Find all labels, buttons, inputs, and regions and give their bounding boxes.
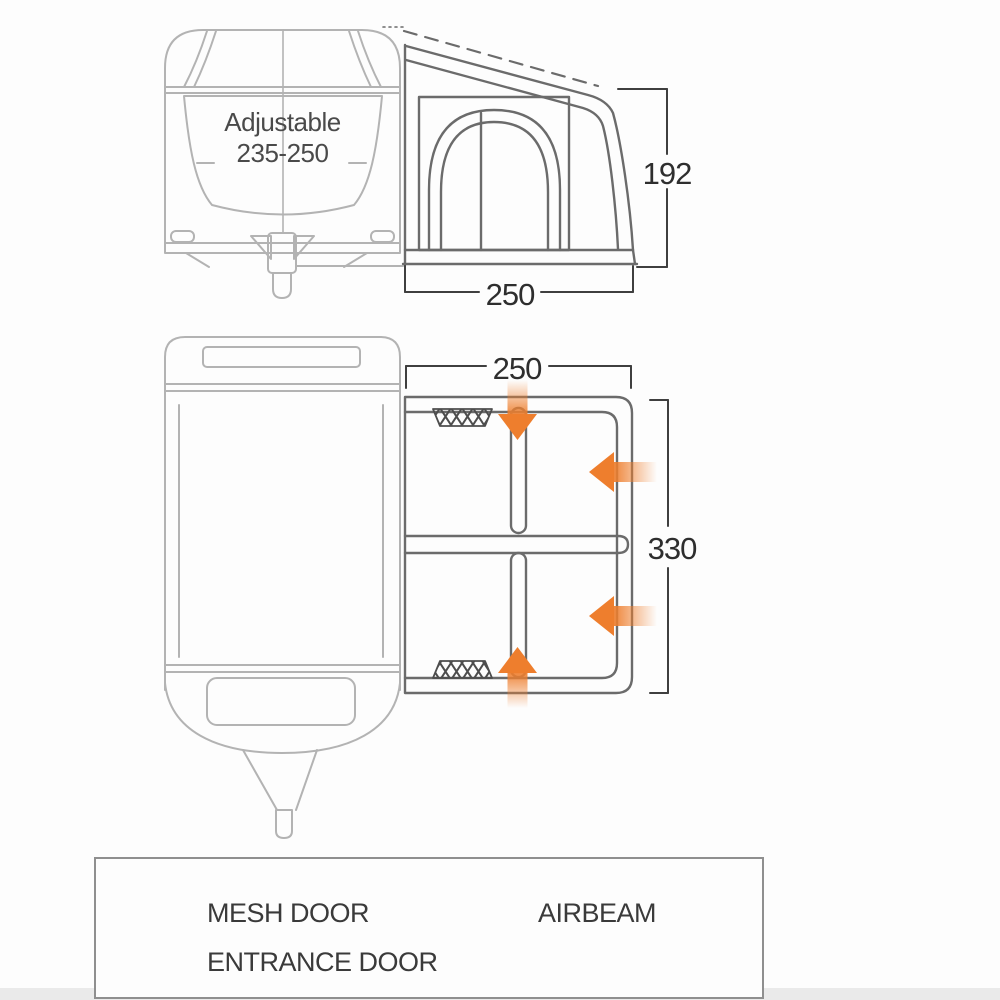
- mid-airbeam: [403, 534, 630, 555]
- front-curve: [164, 682, 401, 754]
- caravan-size-label-line1: Adjustable: [224, 107, 341, 137]
- awning-plan-view: [403, 395, 634, 695]
- entrance-arrow-right-upper-icon: [589, 452, 657, 492]
- mesh-door-bottom-icon: [432, 660, 493, 679]
- roof-window: [202, 346, 361, 368]
- mesh-door-top-icon: [432, 408, 493, 427]
- plan-outer-wall: [403, 395, 634, 695]
- plan-entrance-arrows: [498, 380, 657, 708]
- door-arch-outer: [427, 108, 562, 252]
- entrance-arrow-top-icon: [498, 380, 537, 440]
- dimension-250-plan: [405, 365, 632, 389]
- plan-width-dimension-label: 250: [492, 351, 543, 386]
- dimension-330: [649, 399, 669, 694]
- gas-locker: [206, 677, 356, 726]
- legend-entrance-door-label: ENTRANCE DOOR: [207, 947, 438, 977]
- caravan-roofline-dashed: [402, 29, 600, 88]
- legend-box: [94, 857, 764, 999]
- drawbar: [242, 749, 318, 839]
- caravan-hitch: [250, 232, 315, 299]
- height-dimension-label: 192: [642, 156, 693, 191]
- plan-inner-wall: [403, 410, 619, 680]
- legend-airbeam-label: AIRBEAM: [538, 898, 657, 928]
- caravan-front-view: [164, 29, 404, 299]
- plan-length-dimension-label: 330: [647, 531, 698, 566]
- caravan-top-view: [164, 336, 401, 839]
- dimension-250-side: [404, 265, 634, 293]
- plan-mesh-doors: [432, 408, 493, 679]
- caravan-size-label-line2: 235-250: [236, 138, 329, 168]
- legend-mesh-door-label: MESH DOOR: [207, 898, 370, 928]
- entrance-arrow-bottom-icon: [498, 647, 537, 708]
- side-depth-dimension-label: 250: [485, 277, 536, 312]
- door-arch-inner: [439, 120, 550, 252]
- entrance-arrow-right-lower-icon: [589, 596, 657, 636]
- awning-side-view: [382, 26, 639, 267]
- dimension-192: [617, 88, 668, 268]
